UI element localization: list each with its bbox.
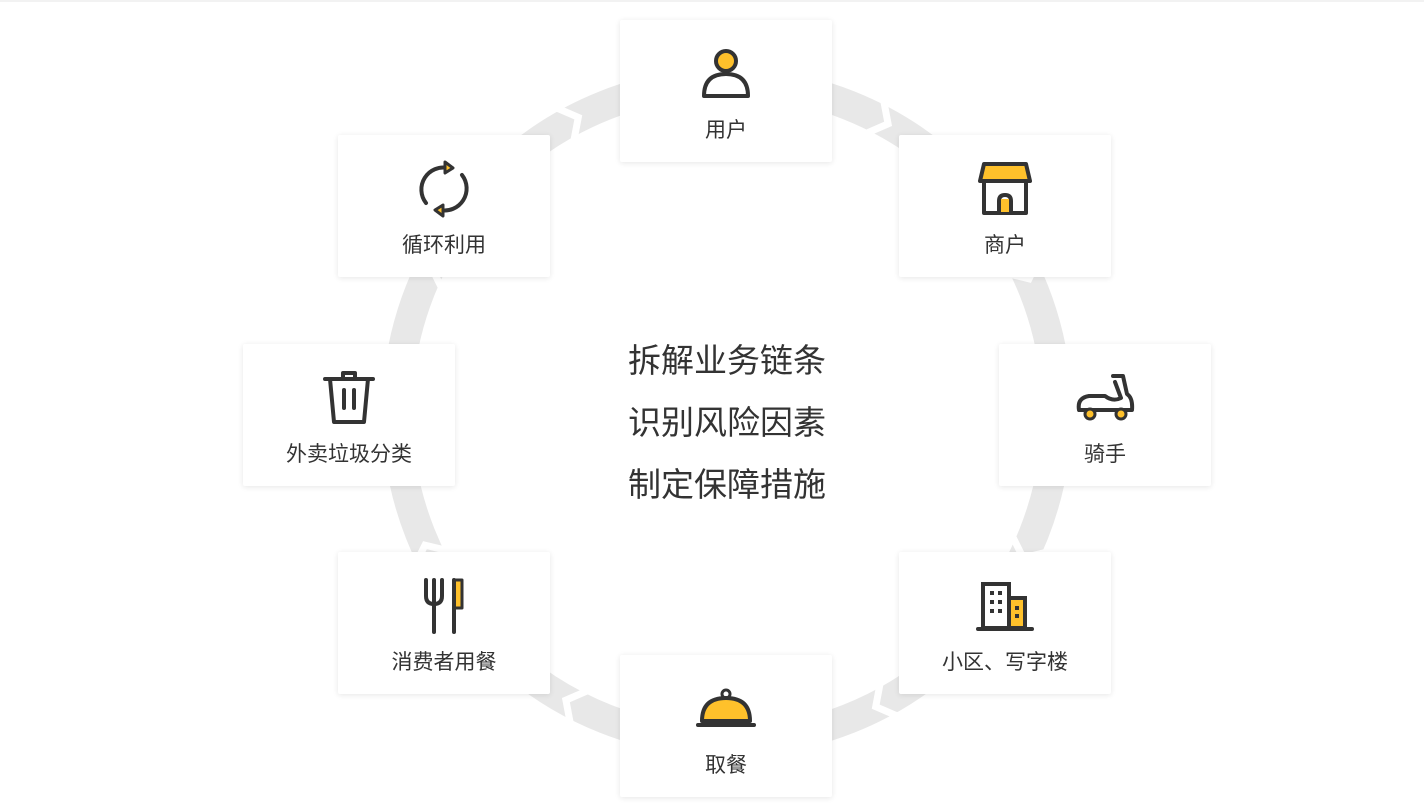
trash-bin-icon	[323, 371, 375, 424]
center-text: 拆解业务链条 识别风险因素 制定保障措施	[577, 330, 877, 516]
ring-chevron-1	[863, 98, 893, 138]
scooter-icon	[1076, 374, 1135, 421]
node-label-rider: 骑手	[1084, 442, 1126, 466]
fork-knife-icon	[424, 578, 464, 634]
food-cloche-icon	[696, 688, 756, 727]
node-card-recycle[interactable]: 循环利用	[338, 135, 550, 277]
node-card-waste-sorting[interactable]: 外卖垃圾分类	[243, 344, 455, 486]
node-card-building[interactable]: 小区、写字楼	[899, 552, 1111, 694]
node-card-dining[interactable]: 消费者用餐	[338, 552, 550, 694]
node-label-pickup: 取餐	[705, 753, 747, 777]
top-divider	[0, 0, 1424, 2]
ring-chevron-8	[553, 103, 583, 144]
node-label-building: 小区、写字楼	[942, 650, 1068, 674]
node-label-waste-sorting: 外卖垃圾分类	[286, 442, 412, 466]
recycle-icon	[419, 160, 469, 218]
node-label-dining: 消费者用餐	[391, 650, 497, 674]
user-icon	[702, 49, 750, 98]
center-line-2: 识别风险因素	[628, 403, 826, 442]
node-label-user: 用户	[705, 118, 747, 142]
node-card-merchant[interactable]: 商户	[899, 135, 1111, 277]
building-icon	[976, 582, 1034, 631]
node-label-merchant: 商户	[984, 233, 1026, 257]
node-card-rider[interactable]: 骑手	[999, 344, 1211, 486]
node-label-recycle: 循环利用	[402, 233, 486, 257]
shop-icon	[978, 162, 1032, 215]
node-card-user[interactable]: 用户	[620, 20, 832, 162]
node-card-pickup[interactable]: 取餐	[620, 655, 832, 797]
center-line-1: 拆解业务链条	[628, 341, 826, 380]
center-line-3: 制定保障措施	[628, 465, 826, 504]
ring-chevron-4	[871, 680, 901, 721]
ring-chevron-5	[561, 686, 591, 726]
